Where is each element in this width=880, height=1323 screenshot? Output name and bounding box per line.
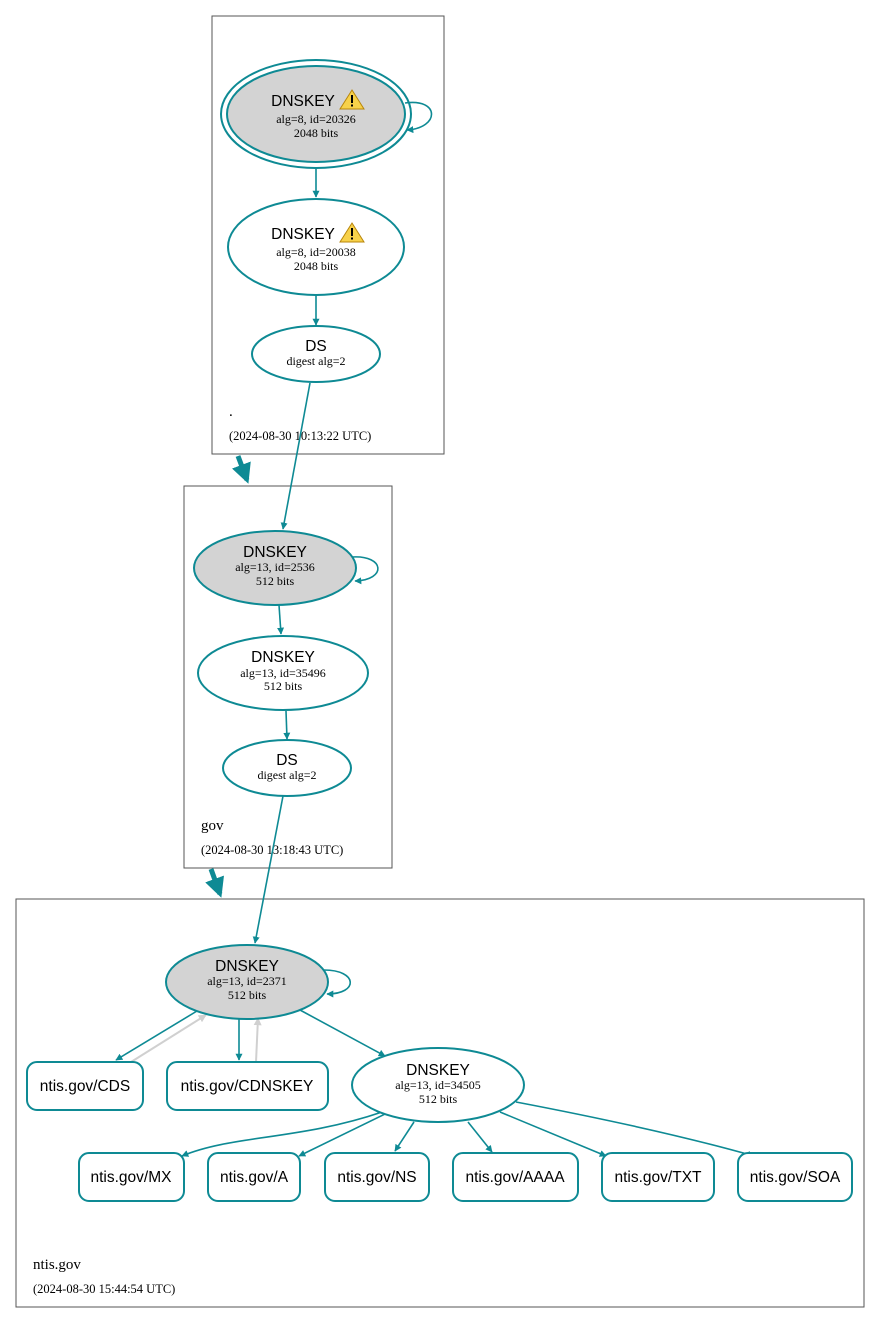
gov-ksk-bits: 512 bits (256, 574, 295, 588)
ntis-ksk-type: DNSKEY (215, 958, 279, 975)
edge-root-ksk-self (404, 101, 433, 134)
gov-ksk-alg: alg=13, id=2536 (235, 560, 315, 574)
root-ds-node[interactable]: DS digest alg=2 (251, 325, 381, 383)
edge-gov-zsk-ds (283, 710, 291, 740)
ntis-ksk-bits: 512 bits (228, 988, 267, 1002)
record-aaaa[interactable]: ntis.gov/AAAA (452, 1152, 579, 1202)
zone-box-root (211, 15, 445, 455)
edge-cdnskey-ntis-ksk (253, 1017, 262, 1063)
gov-ksk-type: DNSKEY (243, 544, 307, 561)
edge-zsk-a (298, 1113, 386, 1157)
warning-icon (339, 222, 365, 243)
root-ksk-alg: alg=8, id=20326 (276, 112, 356, 126)
edge-ntis-ksk-self (323, 969, 352, 998)
edge-ntis-ksk-zsk (299, 1009, 386, 1057)
root-ksk-node[interactable]: DNSKEY alg=8, id=20326 2048 bits (220, 59, 412, 169)
zone-timestamp-ntis: (2024-08-30 15:44:54 UTC) (33, 1282, 175, 1296)
edge-zsk-mx (181, 1111, 383, 1157)
gov-zsk-bits: 512 bits (264, 679, 303, 693)
gov-ksk-node[interactable]: DNSKEY alg=13, id=2536 512 bits (193, 530, 357, 606)
record-soa[interactable]: ntis.gov/SOA (737, 1152, 853, 1202)
record-ns-label: ntis.gov/NS (337, 1169, 416, 1186)
ntis-zsk-alg: alg=13, id=34505 (395, 1078, 481, 1092)
gov-ds-node[interactable]: DS digest alg=2 (222, 739, 352, 797)
record-cdnskey[interactable]: ntis.gov/CDNSKEY (166, 1061, 329, 1111)
edge-gov-ds-ntis-ksk (252, 795, 284, 944)
root-zsk-alg: alg=8, id=20038 (276, 245, 356, 259)
root-ksk-bits: 2048 bits (294, 126, 339, 140)
edge-zsk-txt (499, 1111, 607, 1157)
root-zsk-type: DNSKEY (271, 226, 335, 243)
record-txt-label: ntis.gov/TXT (615, 1169, 703, 1186)
zone-name-gov: gov (201, 818, 224, 834)
delegation-arrow-root-gov (232, 455, 251, 484)
record-txt[interactable]: ntis.gov/TXT (601, 1152, 715, 1202)
zone-box-ntis (15, 898, 865, 1308)
root-ds-type: DS (305, 338, 327, 355)
ntis-zsk-bits: 512 bits (419, 1092, 458, 1106)
record-cds-label: ntis.gov/CDS (40, 1078, 130, 1095)
edge-zsk-soa (515, 1101, 755, 1158)
zone-box-gov (183, 485, 393, 869)
delegation-arrow-gov-ntis (205, 868, 224, 898)
root-ksk-type: DNSKEY (271, 93, 335, 110)
zone-name-ntis: ntis.gov (33, 1257, 81, 1273)
gov-zsk-node[interactable]: DNSKEY alg=13, id=35496 512 bits (197, 635, 369, 711)
record-a[interactable]: ntis.gov/A (207, 1152, 301, 1202)
root-zsk-node[interactable]: DNSKEY alg=8, id=20038 2048 bits (227, 198, 405, 296)
zone-name-root: . (229, 404, 233, 420)
edge-zsk-aaaa (467, 1121, 493, 1153)
root-zsk-bits: 2048 bits (294, 259, 339, 273)
gov-zsk-type: DNSKEY (251, 649, 315, 666)
edge-gov-ksk-zsk (277, 604, 285, 635)
gov-ds-digest: digest alg=2 (257, 768, 316, 782)
ntis-ksk-node[interactable]: DNSKEY alg=13, id=2371 512 bits (165, 944, 329, 1020)
edge-gov-ksk-self (351, 556, 379, 585)
record-aaaa-label: ntis.gov/AAAA (465, 1169, 565, 1186)
record-soa-label: ntis.gov/SOA (750, 1169, 841, 1186)
edge-ntis-ksk-cds (115, 1010, 198, 1061)
warning-icon (339, 89, 365, 110)
gov-zsk-alg: alg=13, id=35496 (240, 666, 326, 680)
gov-ds-type: DS (276, 752, 298, 769)
edge-zsk-ns (394, 1121, 415, 1152)
record-cds[interactable]: ntis.gov/CDS (26, 1061, 144, 1111)
record-cdnskey-label: ntis.gov/CDNSKEY (181, 1078, 314, 1095)
record-mx-label: ntis.gov/MX (91, 1169, 173, 1186)
ntis-zsk-node[interactable]: DNSKEY alg=13, id=34505 512 bits (351, 1047, 525, 1123)
record-mx[interactable]: ntis.gov/MX (78, 1152, 185, 1202)
ntis-zsk-type: DNSKEY (406, 1062, 470, 1079)
ntis-ksk-alg: alg=13, id=2371 (207, 974, 287, 988)
record-a-label: ntis.gov/A (220, 1169, 289, 1186)
record-ns[interactable]: ntis.gov/NS (324, 1152, 430, 1202)
edge-cds-ntis-ksk (130, 1014, 207, 1063)
edge-root-ds-gov-ksk (280, 382, 311, 530)
root-ds-digest: digest alg=2 (286, 354, 345, 368)
